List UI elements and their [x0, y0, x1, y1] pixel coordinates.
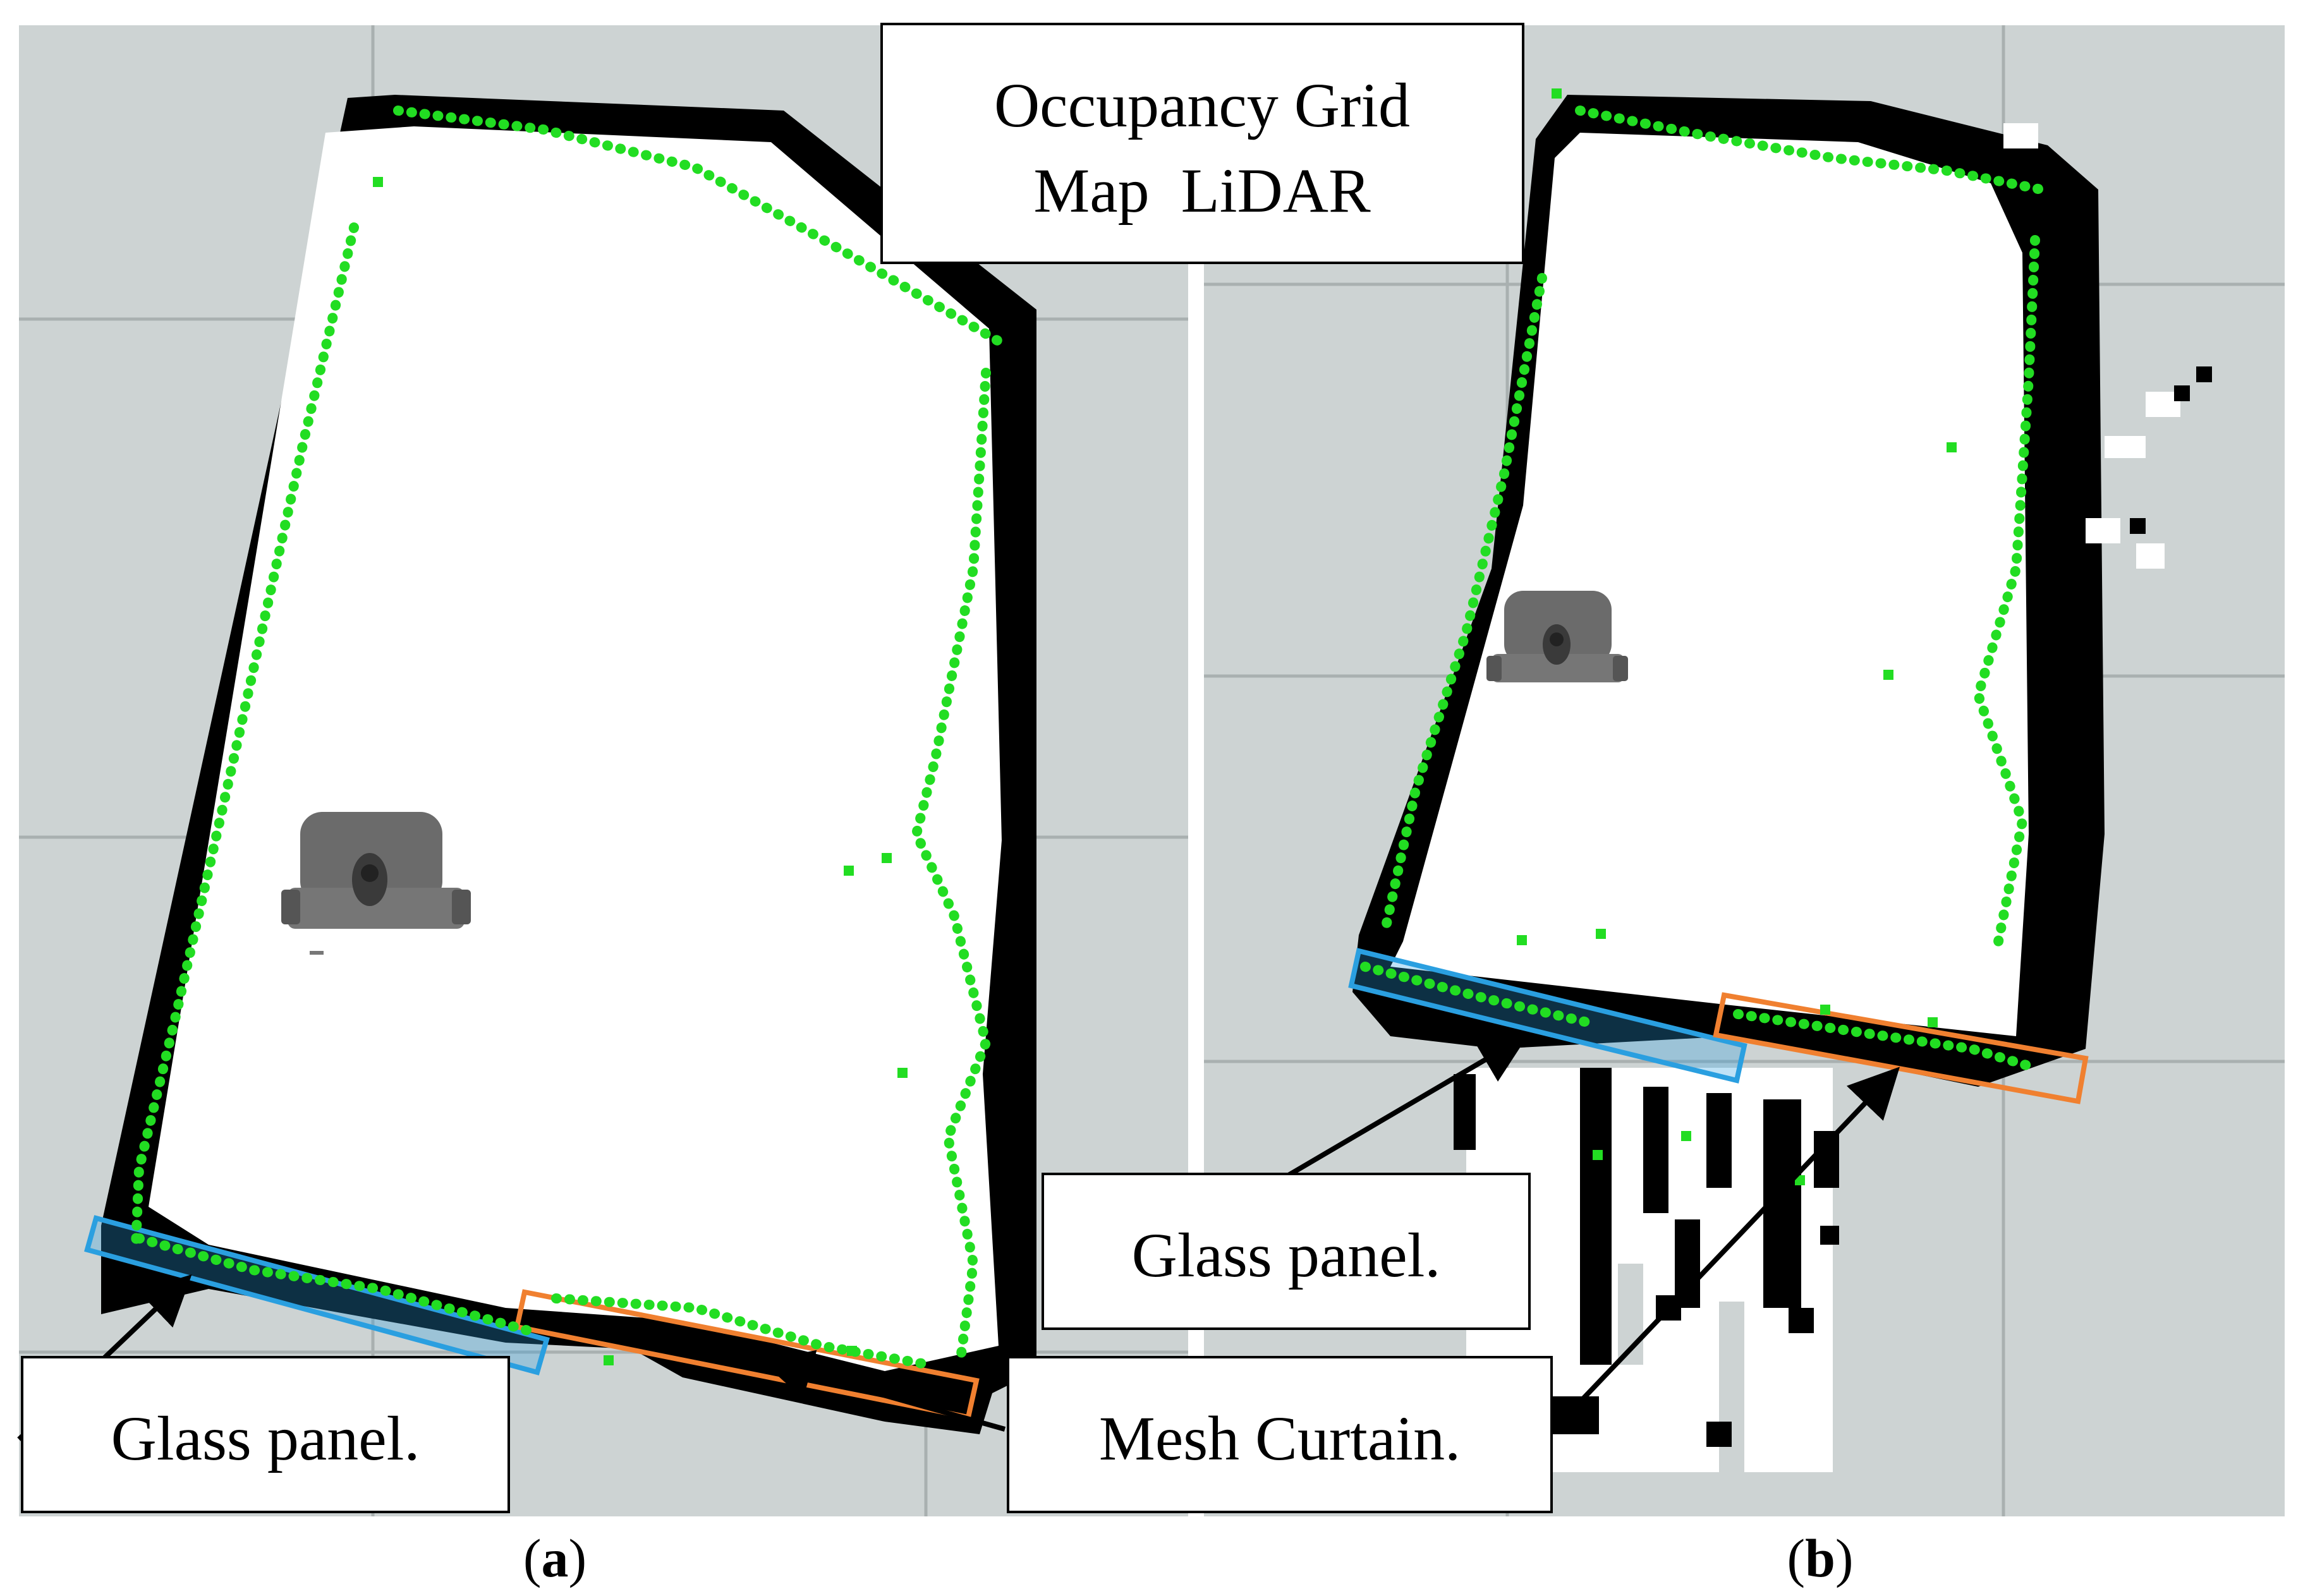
panel-a-free-space [149, 126, 1002, 1371]
callout-glass-a: Glass panel. [21, 1356, 510, 1513]
panel-a-lidar-points-2 [373, 177, 908, 1365]
panel-b [1204, 25, 2285, 1516]
panel-a-lidar-points [131, 106, 1004, 1370]
title-line-1: Occupancy Grid [994, 70, 1410, 140]
caption-a: (a) [523, 1528, 586, 1588]
panel-b-free-pockets [2003, 123, 2180, 569]
panel-b-lidar-points-2 [1517, 88, 1957, 1185]
robot-icon [1486, 591, 1628, 682]
callout-mesh-text: Mesh Curtain. [1099, 1403, 1461, 1473]
callout-glass-b-text: Glass panel. [1132, 1220, 1441, 1290]
panel-b-mesh-highlight [1713, 992, 2089, 1104]
title-box: Occupancy Grid Map LiDAR [880, 23, 1524, 264]
callout-glass-a-text: Glass panel. [111, 1403, 420, 1473]
callout-mesh: Mesh Curtain. [1007, 1356, 1553, 1513]
panel-b-free-space [1390, 133, 2029, 1036]
arrow-mesh-a [761, 1350, 1006, 1432]
caption-b: (b) [1787, 1528, 1853, 1588]
callout-glass-b: Glass panel. [1042, 1173, 1531, 1330]
arrow-mesh-b [1562, 1067, 1900, 1420]
title-line-2: Map LiDAR [1033, 155, 1371, 226]
panel-b-lidar-points [1360, 106, 2046, 1073]
robot-icon [281, 812, 471, 955]
panel-b-occupied-spots [2130, 366, 2212, 534]
arrow-glass-b [1281, 1034, 1529, 1181]
panel-a [19, 25, 1188, 1516]
